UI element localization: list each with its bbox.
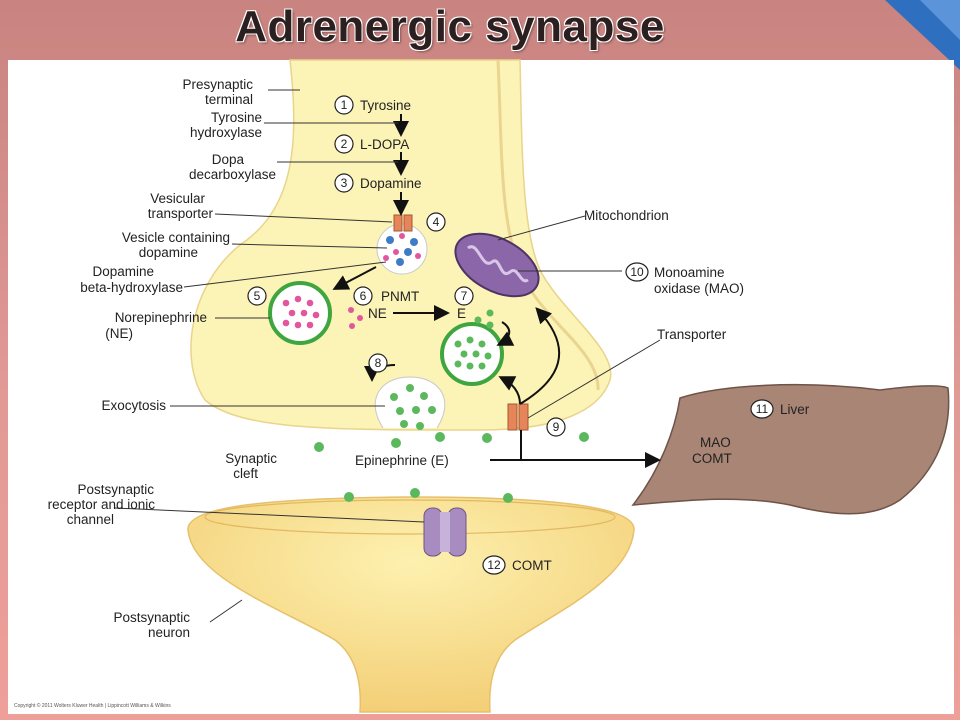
leader-lines [114, 89, 661, 623]
step-2: 2 [341, 137, 348, 151]
dopa-decarboxylase-label-1: Dopa [212, 152, 245, 167]
epinephrine-label: Epinephrine (E) [355, 453, 449, 468]
step-8: 8 [375, 356, 382, 370]
postsynaptic-receptor-icon [423, 507, 467, 557]
pathway-arrows [332, 114, 661, 468]
dopamine-label: Dopamine [360, 176, 422, 191]
step-1: 1 [341, 98, 348, 112]
step-markers [247, 95, 774, 575]
mitochondrion-label: Mitochondrion [584, 208, 669, 223]
cleft-label-1: Synaptic [225, 451, 277, 466]
dopamine-vesicle [376, 223, 428, 275]
reuptake-transporter-icon [507, 403, 529, 431]
mao-label-2: oxidase (MAO) [654, 281, 744, 296]
step-3: 3 [341, 176, 348, 190]
liver-mao-label: MAO [700, 435, 731, 450]
vesicular-transporter-label-2: transporter [148, 206, 214, 221]
step-11: 11 [756, 402, 769, 416]
corner-decoration-inner [920, 0, 960, 40]
ne-short-label: NE [368, 306, 387, 321]
vesicle-label-1: Vesicle containing [122, 230, 230, 245]
tyrosine-hydroxylase-label-2: hydroxylase [190, 125, 262, 140]
e-short-label: E [457, 306, 466, 321]
vesicular-transporter-label-1: Vesicular [150, 191, 205, 206]
step-10: 10 [630, 265, 644, 279]
pnmt-label: PNMT [381, 289, 419, 304]
liver-shape [631, 383, 950, 515]
epinephrine-vesicle [440, 322, 504, 386]
step-7: 7 [461, 289, 468, 303]
slide-title: Adrenergic synapse [235, 2, 665, 51]
post-receptor-label-1: Postsynaptic [77, 482, 154, 497]
dopa-decarboxylase-label-2: decarboxylase [189, 167, 276, 182]
exocytosis-vesicle [374, 376, 446, 430]
vesicle-label-2: dopamine [139, 245, 198, 260]
transporter-label: Transporter [657, 327, 727, 342]
liver-comt-label: COMT [692, 451, 732, 466]
post-neuron-label-1: Postsynaptic [113, 610, 190, 625]
tyrosine-label: Tyrosine [360, 98, 411, 113]
post-receptor-label-2: receptor and ionic [48, 497, 156, 512]
dbh-label-2: beta-hydroxylase [80, 280, 183, 295]
dbh-label-1: Dopamine [92, 264, 154, 279]
step-9: 9 [553, 420, 560, 434]
presynaptic-label-1: Presynaptic [182, 77, 253, 92]
step-5: 5 [254, 289, 261, 303]
post-neuron-label-2: neuron [148, 625, 190, 640]
ne-free-dots [348, 307, 363, 329]
tyrosine-hydroxylase-label-1: Tyrosine [211, 110, 262, 125]
comt-label: COMT [512, 558, 552, 573]
cleft-epinephrine-dots [314, 432, 589, 503]
step-6: 6 [360, 289, 367, 303]
copyright-text: Copyright © 2011 Wolters Kluwer Health |… [14, 702, 171, 709]
postsynaptic-neuron [187, 496, 635, 713]
step-numbers: 1 2 3 4 5 6 7 8 9 10 11 12 [254, 98, 769, 572]
ldopa-label: L-DOPA [360, 137, 409, 152]
e-free-dots [474, 309, 494, 329]
norepinephrine-vesicle [268, 281, 332, 345]
ne-label-2: (NE) [105, 326, 133, 341]
mao-label-1: Monoamine [654, 265, 725, 280]
post-receptor-label-3: channel [67, 512, 114, 527]
presynaptic-label-2: terminal [205, 92, 253, 107]
step-4: 4 [433, 215, 440, 229]
exocytosis-label: Exocytosis [101, 398, 166, 413]
ne-label-1: Norepinephrine [115, 310, 207, 325]
cleft-label-2: cleft [233, 466, 258, 481]
mitochondrion-icon [454, 232, 540, 298]
step-12: 12 [487, 558, 501, 572]
liver-label: Liver [780, 402, 810, 417]
